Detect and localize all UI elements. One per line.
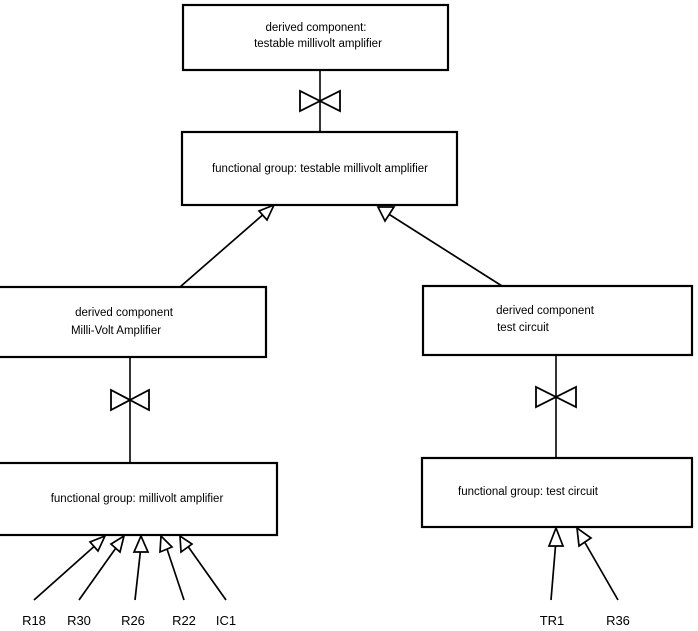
arrow-head-icon — [376, 206, 396, 223]
arrow-head-icon — [179, 534, 194, 554]
leaf-label-r26: R26 — [121, 613, 145, 628]
node-box[interactable] — [0, 285, 268, 359]
bowtie-icon-left-right — [128, 388, 150, 412]
node-fg-test-circuit[interactable]: functional group: test circuit — [420, 456, 694, 529]
bowtie-connector-right — [535, 355, 577, 458]
arrow-shaft — [583, 540, 619, 601]
arrow-shaft — [386, 212, 503, 287]
node-label-line-2: test circuit — [497, 322, 550, 334]
bowtie-icon-top — [299, 89, 323, 113]
arrow-shaft — [165, 545, 185, 601]
arrow-head-icon — [132, 533, 150, 553]
leaf-arrow-r30 — [78, 534, 126, 601]
node-box[interactable] — [421, 284, 694, 357]
bowtie-connector-left — [110, 357, 150, 463]
node-dc-test-circuit[interactable]: derived component test circuit — [421, 284, 694, 357]
bowtie-connector-top — [299, 70, 341, 132]
arrow-head-icon — [109, 534, 126, 554]
node-box[interactable] — [181, 3, 450, 72]
arrow-shaft — [186, 544, 227, 601]
arrow-head-icon — [257, 203, 276, 222]
arrow-shaft — [33, 542, 99, 601]
leaf-label-r18: R18 — [22, 613, 46, 628]
leaf-arrow-r18 — [33, 534, 107, 601]
node-box[interactable] — [420, 456, 694, 529]
bowtie-icon-right-right — [553, 385, 577, 409]
node-dc-milli-volt-amplifier[interactable]: derived component Milli-Volt Amplifier — [0, 285, 268, 359]
leaf-label-r30: R30 — [67, 613, 91, 628]
node-label-line-1: derived component: — [265, 22, 366, 34]
leaf-label-r22: R22 — [172, 613, 196, 628]
node-label-line-1: derived component — [75, 307, 174, 319]
arrow-test-circuit-to-testable — [376, 206, 503, 287]
leaf-arrow-r36 — [575, 526, 619, 601]
arrow-head-icon — [547, 525, 565, 547]
leaf-label-ic1: IC1 — [216, 613, 236, 628]
leaf-label-r36: R36 — [606, 613, 630, 628]
bowtie-icon-top-right — [317, 89, 341, 113]
leaf-label-tr1: TR1 — [540, 613, 565, 628]
node-fg-millivolt-amplifier[interactable]: functional group: millivolt amplifier — [0, 461, 279, 537]
leaf-arrow-r26 — [132, 533, 150, 601]
leaf-arrow-ic1 — [179, 534, 227, 601]
bowtie-icon-left — [110, 388, 132, 412]
node-label-line-1: derived component — [496, 305, 595, 317]
arrow-shaft — [78, 544, 119, 601]
arrow-mv-amp-to-testable — [179, 203, 276, 288]
arrow-head-icon — [88, 534, 107, 553]
node-label-line-1: functional group: test circuit — [458, 486, 599, 498]
arrow-head-icon — [575, 526, 593, 548]
node-box[interactable] — [180, 130, 459, 207]
leaf-arrow-r22 — [159, 534, 185, 601]
node-label-line-2: testable millivolt amplifier — [254, 38, 382, 50]
bowtie-icon-right — [535, 385, 559, 409]
arrow-shaft — [179, 211, 267, 288]
arrow-head-icon — [159, 534, 174, 554]
node-fg-testable-mv-amp[interactable]: functional group: testable millivolt amp… — [180, 130, 459, 207]
node-box[interactable] — [0, 461, 279, 537]
node-label-line-2: Milli-Volt Amplifier — [71, 325, 161, 337]
node-label-line-1: functional group: testable millivolt amp… — [212, 163, 428, 175]
leaf-arrow-tr1 — [547, 525, 565, 601]
arrow-shaft — [134, 545, 142, 601]
arrow-shaft — [550, 539, 557, 601]
node-label-line-1: functional group: millivolt amplifier — [51, 493, 224, 505]
node-dc-testable-mv-amp[interactable]: derived component: testable millivolt am… — [181, 3, 450, 72]
